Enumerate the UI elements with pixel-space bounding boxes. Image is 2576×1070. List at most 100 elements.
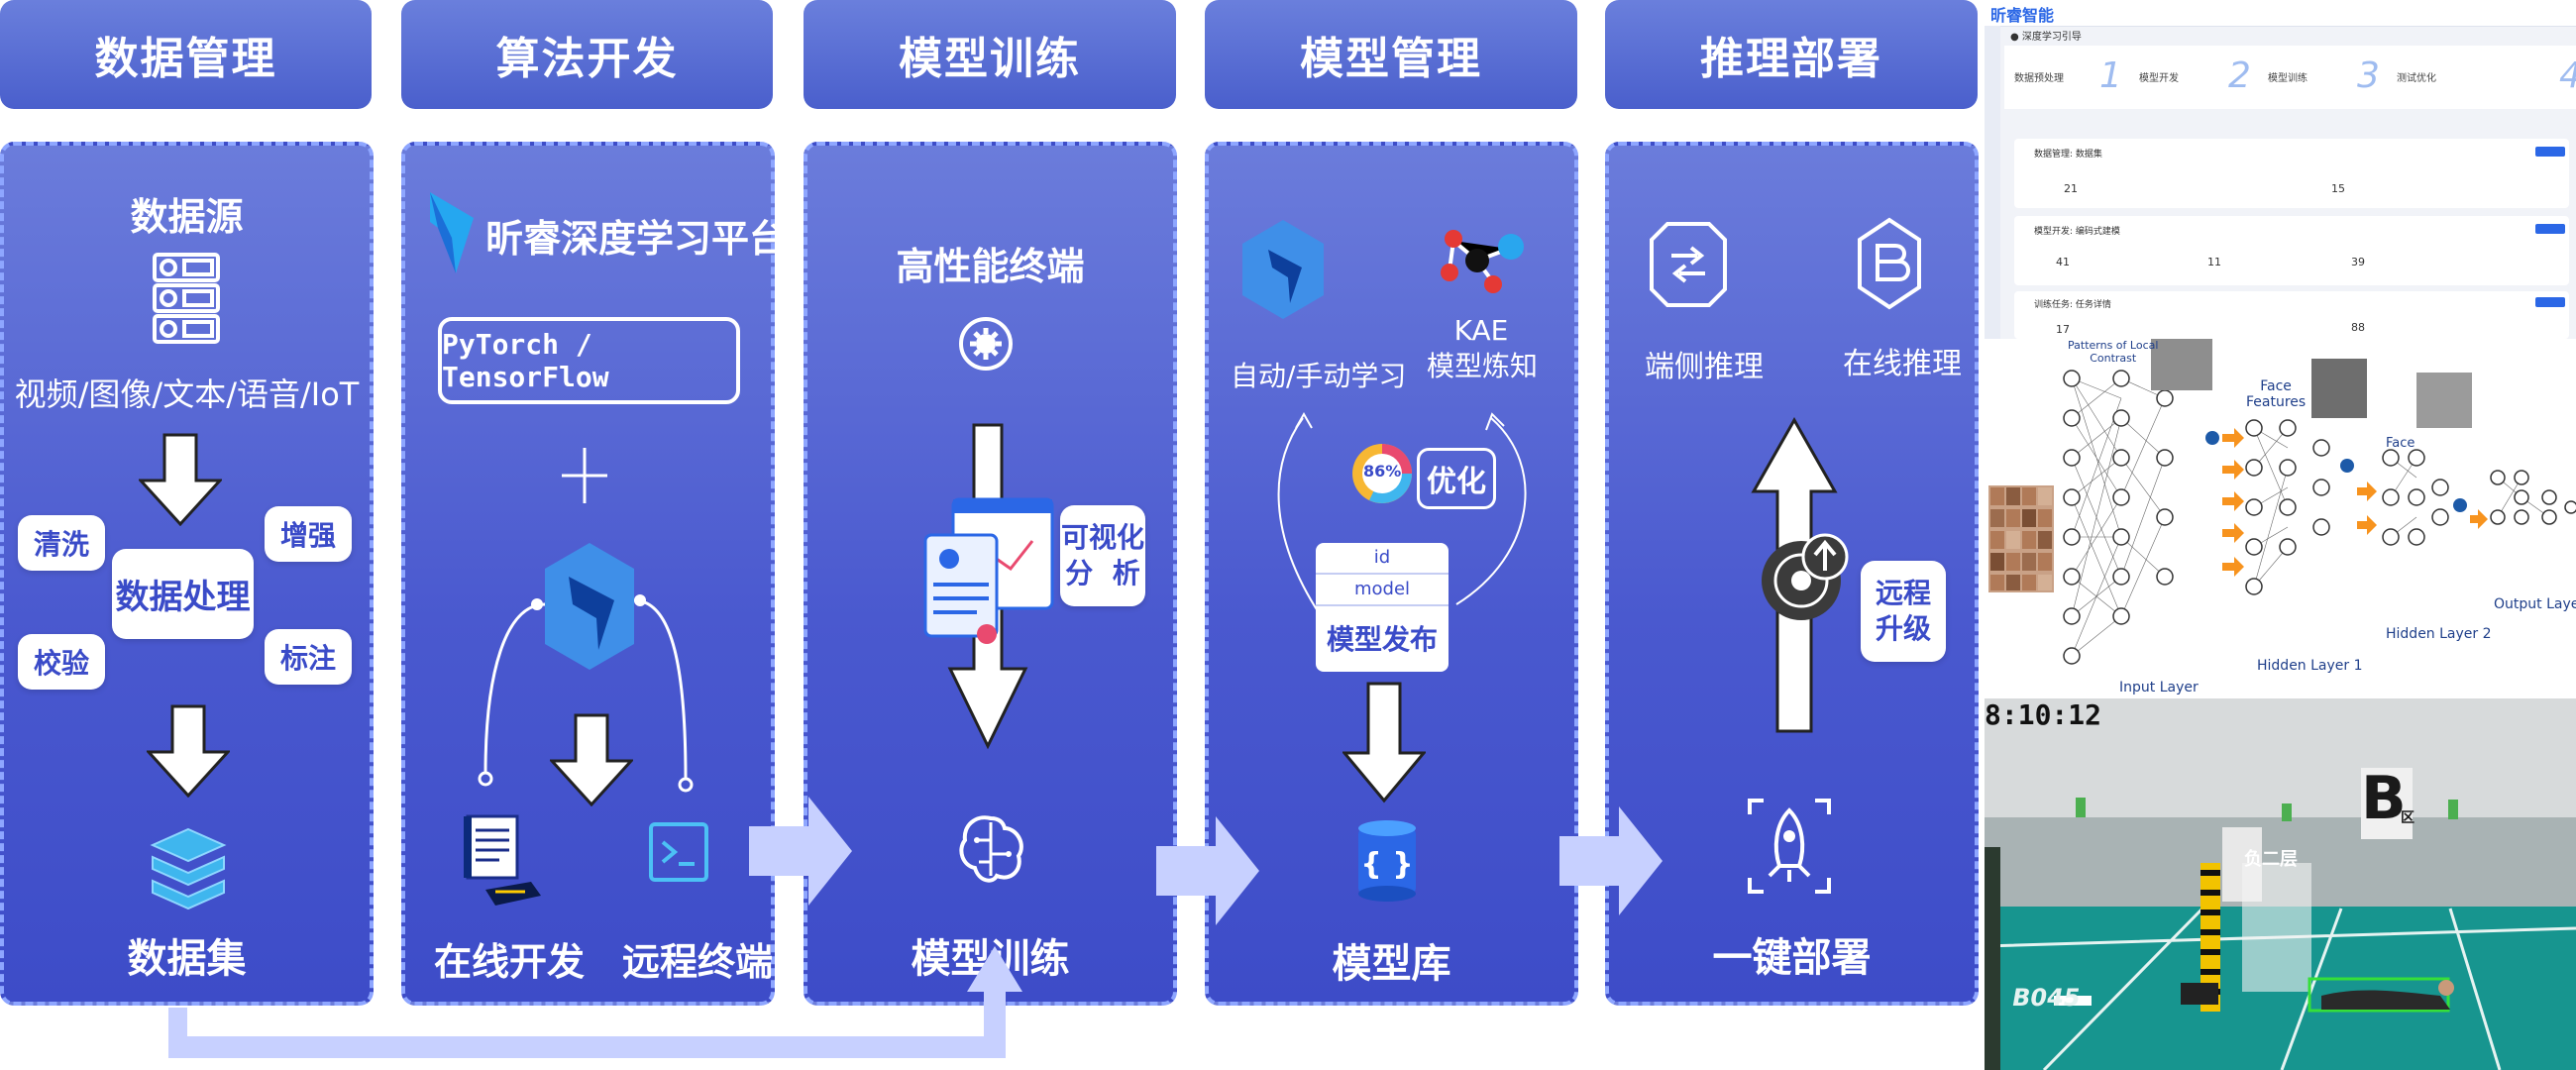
plus-icon	[562, 448, 607, 503]
card-publish: 模型发布	[1326, 623, 1438, 656]
input-layer-nodes	[2063, 370, 2174, 665]
parking-scene-svg	[1985, 698, 2576, 1070]
percent-label: 86%	[1363, 462, 1402, 481]
face-features-label: Face Features	[2246, 378, 2307, 410]
dataset-label: 数据集	[127, 936, 247, 982]
edge-inference-label: 端侧推理	[1645, 350, 1764, 384]
model-publish-card: id model 模型发布	[1316, 543, 1449, 672]
zone-small-label: 区	[2401, 810, 2415, 826]
document-laptop-icon	[464, 814, 541, 906]
optimize-label: 优化	[1427, 465, 1486, 499]
ui-action-button[interactable]	[2535, 224, 2565, 234]
down-arrow-icon	[147, 704, 230, 798]
framework-label: PyTorch / TensorFlow	[442, 328, 609, 393]
hidden-layer2-label: Hidden Layer 2	[2386, 626, 2492, 642]
zone-letter: B	[2361, 764, 2407, 833]
brain-chip-icon	[959, 815, 1023, 883]
hidden-layer1-label: Hidden Layer 1	[2257, 658, 2363, 674]
data-types-label: 视频/图像/文本/语音/IoT	[14, 375, 360, 413]
data-processing-box: 数据处理	[112, 549, 254, 639]
ui-row: 模型开发: 编码式建模 41 11 39	[2014, 216, 2569, 285]
ui-guide-title: ● 深度学习引导	[2010, 32, 2082, 43]
model-library-label: 模型库	[1332, 941, 1451, 987]
remote-terminal-label: 远程终端	[622, 940, 774, 984]
output-node	[2205, 431, 2219, 445]
header-label: 推理部署	[1700, 34, 1882, 84]
ui-row: 训练任务: 任务详情 17 88	[2014, 291, 2569, 339]
ui-action-button[interactable]	[2535, 147, 2565, 157]
ui-row-value: 11	[2207, 256, 2221, 268]
ui-row-value: 41	[2056, 256, 2070, 268]
ui-step-label: 模型开发	[2139, 73, 2179, 84]
ui-step-number: 2	[2228, 55, 2251, 96]
down-arrow-icon	[1342, 682, 1426, 803]
ui-row-value: 17	[2056, 323, 2070, 336]
svg-text:{ }: { }	[1360, 847, 1413, 882]
ui-steps: 数据预处理 1 模型开发 2 模型训练 3 测试优化 4	[2004, 46, 2576, 109]
database-server-icon	[153, 253, 220, 344]
remote-upgrade-box: 远程 升级	[1861, 561, 1946, 662]
feature-thumbnail	[2151, 339, 2212, 390]
framework-box: PyTorch / TensorFlow	[438, 317, 740, 404]
face-grid	[1988, 485, 2054, 592]
right-arrow-icon	[749, 797, 852, 906]
platform-name: 昕睿深度学习平台	[485, 217, 788, 261]
ui-step-label: 测试优化	[2397, 73, 2436, 84]
optimize-loop-icon	[1277, 411, 1527, 615]
clean-tag: 清洗	[18, 515, 105, 571]
ui-step-number: 1	[2099, 55, 2122, 96]
plc-label: Patterns of Local Contrast	[2068, 339, 2159, 365]
online-inference-icon	[1858, 217, 1921, 310]
dataset-stack-icon	[150, 827, 227, 910]
header-algorithm-development: 算法开发	[401, 0, 773, 109]
orange-arrows	[2222, 428, 2488, 577]
database-braces-icon: { }	[1358, 820, 1416, 902]
card-id: id	[1316, 543, 1449, 575]
optimize-box: 优化	[1417, 448, 1496, 509]
auto-learning-label: 自动/手动学习	[1231, 360, 1407, 392]
header-model-management: 模型管理	[1205, 0, 1577, 109]
ui-row-title: 模型开发: 编码式建模	[2034, 227, 2120, 237]
feedback-loop-arrow	[168, 946, 1022, 1058]
rocket-deploy-icon	[1748, 799, 1831, 894]
floor-sign: 负二层	[2244, 849, 2298, 870]
card-model: model	[1316, 575, 1449, 606]
ui-sidebar	[1985, 26, 2000, 339]
online-dev-label: 在线开发	[434, 940, 586, 984]
ui-top-bar: 昕睿智能	[1985, 0, 2576, 27]
edge-inference-icon	[1650, 222, 1727, 307]
ui-action-button[interactable]	[2535, 297, 2565, 307]
ui-row: 数据管理: 数据集 21 15	[2014, 139, 2569, 208]
timestamp-label: 8:10:12	[1985, 698, 2102, 731]
output-layer-nodes	[2490, 470, 2576, 525]
neural-network-diagram: Patterns of Local Contrast Face Features…	[1985, 339, 2576, 698]
header-label: 模型训练	[899, 34, 1081, 84]
ui-step-label: 数据预处理	[2014, 73, 2064, 84]
platform-hex-icon	[478, 543, 694, 793]
ui-step-number: 4	[2559, 55, 2576, 96]
ui-row-value: 88	[2351, 321, 2365, 334]
right-arrow-icon	[1156, 816, 1259, 925]
platform-ui-screenshot: 昕睿智能 ● 深度学习引导 数据预处理 1 模型开发 2 模型训练 3 测试优化…	[1985, 0, 2576, 339]
enhance-tag: 增强	[265, 506, 352, 562]
feature-thumbnail	[2416, 373, 2472, 428]
output-node	[2453, 498, 2467, 512]
one-click-deploy-label: 一键部署	[1712, 935, 1872, 981]
dashboard-visual-icon	[923, 497, 1054, 644]
gear-icon	[959, 317, 1013, 371]
hidden-layer2-nodes	[2382, 449, 2449, 546]
output-layer-label: Output Layer	[2494, 596, 2576, 612]
input-layer-label: Input Layer	[2119, 680, 2199, 696]
kae-label: KAE 模型炼知	[1427, 314, 1539, 382]
parking-camera-frame: 8:10:12 B 区 负二层 B045	[1985, 698, 2576, 1070]
header-label: 模型管理	[1300, 34, 1482, 84]
ui-step-label: 模型训练	[2268, 73, 2308, 84]
visual-analysis-label: 可视化 分 析	[1060, 521, 1144, 589]
platform-logo-icon	[430, 192, 474, 273]
down-arrow-icon	[550, 713, 633, 806]
ui-row-value: 21	[2064, 182, 2078, 195]
neural-network-svg	[1988, 339, 2576, 665]
ui-row-title: 数据管理: 数据集	[2034, 150, 2102, 160]
remote-upgrade-label: 远程 升级	[1875, 577, 1931, 645]
data-source-title: 数据源	[130, 195, 244, 239]
